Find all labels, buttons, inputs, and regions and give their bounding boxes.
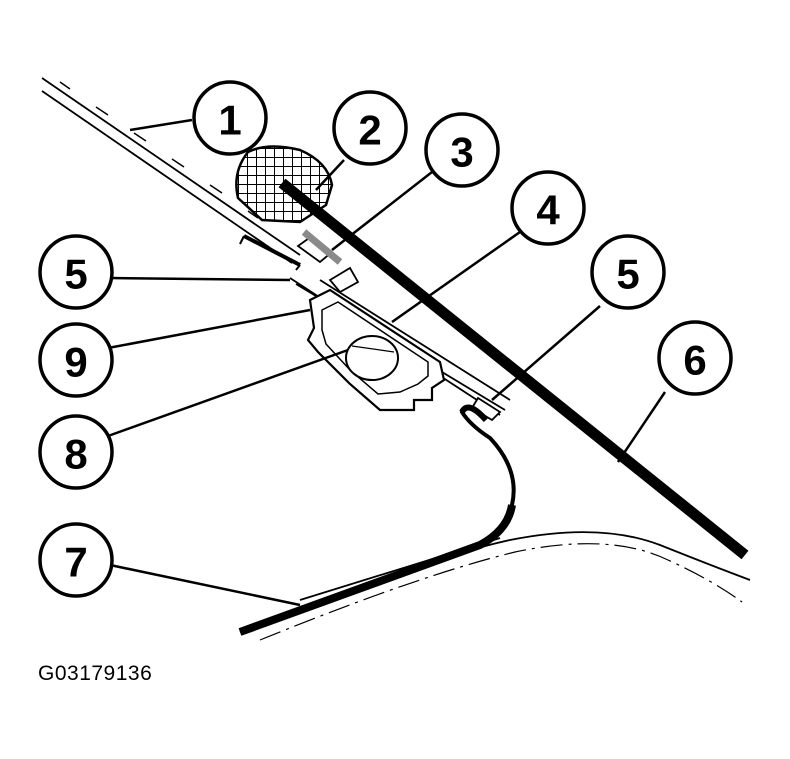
- callout-5-left: 5: [38, 234, 114, 310]
- callout-6-label: 6: [683, 337, 706, 384]
- callout-5-right: 5: [590, 234, 666, 310]
- callout-5-right-label: 5: [616, 251, 639, 298]
- callout-4: 4: [510, 170, 586, 246]
- callout-7: 7: [38, 522, 114, 598]
- sheet-metal-contour: [259, 531, 751, 641]
- callout-1-label: 1: [218, 97, 241, 144]
- callout-9: 9: [38, 322, 114, 398]
- callout-8: 8: [38, 414, 114, 490]
- callout-2-label: 2: [358, 107, 381, 154]
- glass-panel: [41, 77, 301, 264]
- right-fastener: [470, 396, 502, 422]
- roof-panel: [278, 178, 749, 560]
- figure-id: G03179136: [38, 662, 153, 685]
- leader-lines: [107, 118, 667, 607]
- callout-1: 1: [192, 80, 268, 156]
- callout-8-label: 8: [64, 431, 87, 478]
- callout-2: 2: [332, 90, 408, 166]
- callout-7-label: 7: [64, 539, 87, 586]
- callout-3: 3: [424, 112, 500, 188]
- callout-9-label: 9: [64, 339, 87, 386]
- seal-bead: [345, 335, 399, 381]
- headliner-panel: [238, 404, 516, 636]
- callout-3-label: 3: [450, 129, 473, 176]
- callout-5-left-label: 5: [64, 251, 87, 298]
- spacer-strip: [296, 229, 343, 265]
- callout-4-label: 4: [536, 187, 560, 234]
- callout-6: 6: [657, 320, 733, 396]
